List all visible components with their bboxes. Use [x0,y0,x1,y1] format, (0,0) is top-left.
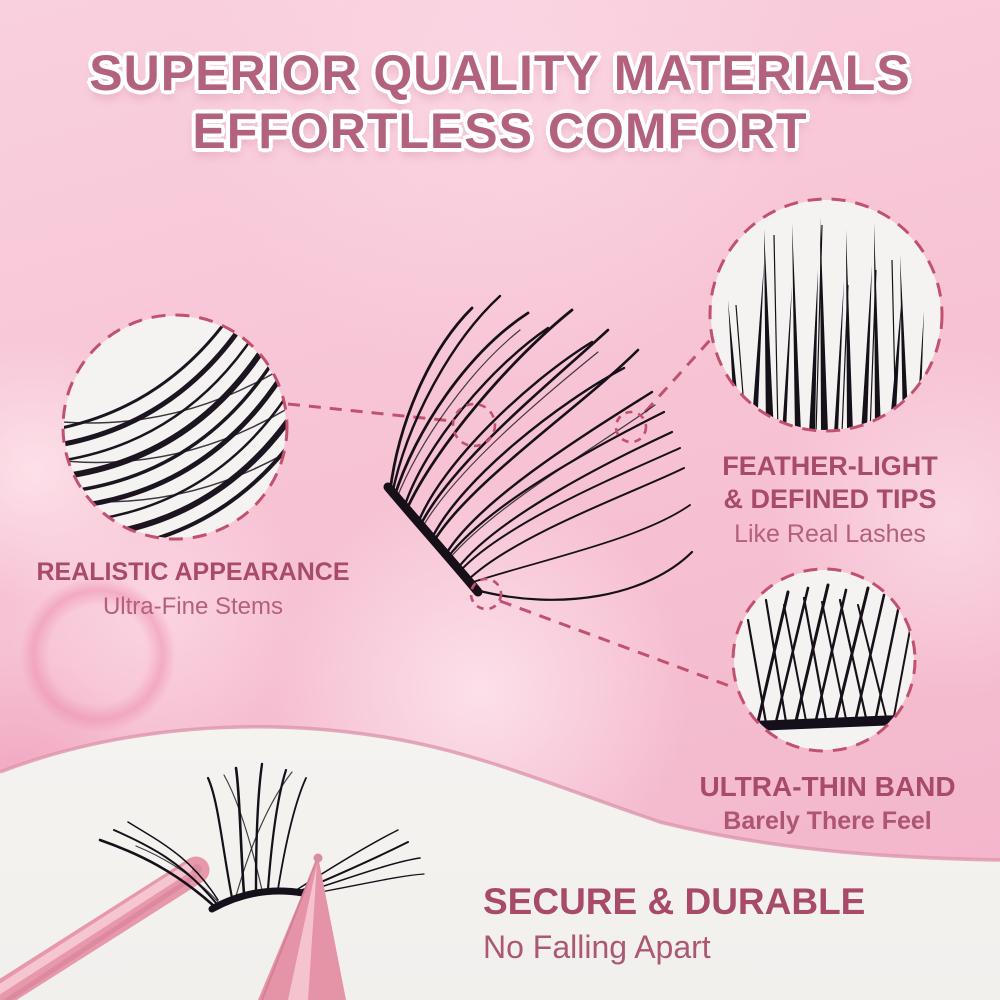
leader-line-band [499,599,736,690]
magnifier-ring-band [731,567,917,753]
lash-cluster-photo [383,294,694,601]
leader-lines [287,337,736,690]
magnifier-ring-stems [61,313,289,541]
held-lash-left-sweep [98,821,221,908]
zoom-markers [451,402,648,611]
lash-band-closeup-photo [746,583,911,731]
callout-band-subtitle: Barely There Feel [723,807,932,835]
callout-band-title: ULTRA-THIN BAND [699,771,956,802]
callout-secure-subtitle: No Falling Apart [483,929,711,965]
leader-line-stems [287,402,453,423]
page-title-line1: SUPERIOR QUALITY MATERIALS [89,45,911,101]
page-title: SUPERIOR QUALITY MATERIALS EFFORTLESS CO… [0,44,1000,160]
magnifier-circle-band [731,567,917,753]
leader-line-tips [643,337,713,414]
callout-feather-light: FEATHER-LIGHT & DEFINED TIPS Like Real L… [655,450,1000,549]
callout-feather-title-line1: FEATHER-LIGHT [722,451,938,481]
callout-ultra-thin-band: ULTRA-THIN BAND Barely There Feel [665,770,990,836]
zoom-marker-tips [614,410,648,444]
callout-realistic-title: REALISTIC APPEARANCE [36,558,350,586]
magnifier-circle-stems [61,313,289,541]
callout-realistic-subtitle: Ultra-Fine Stems [102,593,284,620]
white-dome-panel [0,725,1000,1000]
zoom-marker-band [469,577,503,611]
held-lash-cluster [206,762,425,913]
page-title-line2: EFFORTLESS COMFORT [192,103,808,159]
zoom-marker-stems [451,402,497,448]
magnifier-circle-tips [708,197,944,433]
callout-secure-durable: SECURE & DURABLE No Falling Apart [483,880,963,965]
tweezer-left-prong [0,856,210,1000]
callout-feather-title-line2: & DEFINED TIPS [723,484,937,514]
tweezers-photo [0,762,425,1000]
magnifier-ring-tips [708,197,944,433]
tweezer-right-prong [258,853,346,1000]
callout-realistic-appearance: REALISTIC APPEARANCE Ultra-Fine Stems [13,556,373,622]
callout-secure-title: SECURE & DURABLE [483,881,866,922]
dome-edge-line [0,725,1000,862]
callout-feather-subtitle: Like Real Lashes [734,520,926,548]
